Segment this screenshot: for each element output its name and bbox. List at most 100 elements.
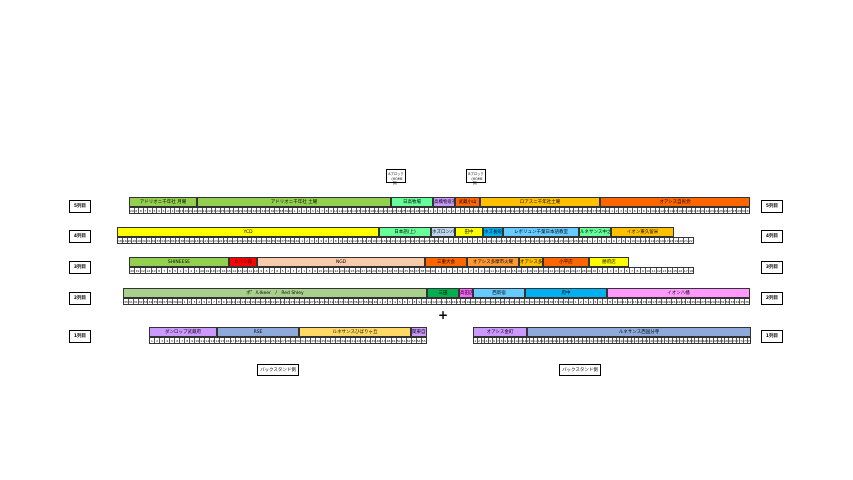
seat-cell[interactable]: 55 xyxy=(676,338,681,343)
seat-cell[interactable]: 29 xyxy=(434,238,440,243)
seat-cell[interactable]: 14 xyxy=(352,208,357,213)
seat-cell[interactable]: 17 xyxy=(664,238,670,243)
seat-cell[interactable]: 14 xyxy=(506,268,512,273)
seat-cell[interactable]: 15 xyxy=(356,208,362,213)
seat-cell[interactable]: 30 xyxy=(377,268,383,273)
seat-cell[interactable]: 37 xyxy=(554,299,560,304)
seat-cell[interactable]: 41 xyxy=(624,338,628,343)
seat-cell[interactable]: 25 xyxy=(559,238,565,243)
seat-cell[interactable]: 33 xyxy=(311,338,317,343)
seat-cell[interactable]: 24 xyxy=(218,238,224,243)
seat-cell[interactable]: 12 xyxy=(495,268,501,273)
seat-cell[interactable]: 2 xyxy=(449,238,454,243)
seat-cell[interactable]: 10 xyxy=(226,299,232,304)
seat-cell[interactable]: 34 xyxy=(539,299,545,304)
seat-cell[interactable]: 15 xyxy=(511,238,517,243)
seat-cell[interactable]: 26 xyxy=(571,268,577,273)
seat-cell[interactable]: 13 xyxy=(357,238,363,243)
seat-cell[interactable]: 39 xyxy=(425,268,431,273)
seat-cell[interactable]: 13 xyxy=(347,208,353,213)
seat-cell[interactable]: 7 xyxy=(496,338,501,343)
seat-cell[interactable]: 24 xyxy=(265,338,271,343)
seat-cell[interactable]: 13 xyxy=(501,268,507,273)
seat-cell[interactable]: 2 xyxy=(297,268,302,273)
seat-cell[interactable]: 24 xyxy=(554,238,560,243)
seat-cell[interactable]: 35 xyxy=(583,208,588,213)
seat-cell[interactable]: 13 xyxy=(483,208,488,213)
seat-cell[interactable]: 19 xyxy=(135,268,141,273)
seat-cell[interactable]: 25 xyxy=(220,208,226,213)
seat-cell[interactable]: 23 xyxy=(211,208,217,213)
seat-cell[interactable]: 7 xyxy=(213,299,217,304)
seat-cell[interactable]: 11 xyxy=(231,299,237,304)
seat-cell[interactable]: 5 xyxy=(307,268,313,273)
seat-cell[interactable]: 52 xyxy=(406,338,412,343)
seat-cell[interactable]: 7 xyxy=(321,208,325,213)
seat-cell[interactable]: 26 xyxy=(275,338,281,343)
seat-cell[interactable]: 31 xyxy=(301,338,306,343)
seat-cell[interactable]: 50 xyxy=(396,338,402,343)
seat-cell[interactable]: 20 xyxy=(184,208,189,213)
seat-cell[interactable]: 14 xyxy=(669,208,674,213)
seat-cell[interactable]: 13 xyxy=(237,268,243,273)
seat-cell[interactable]: 23 xyxy=(681,299,687,304)
seat-cell[interactable]: 30 xyxy=(582,338,587,343)
seat-cell[interactable]: 48 xyxy=(386,338,392,343)
seat-cell[interactable]: 35 xyxy=(740,299,746,304)
seat-cell[interactable]: 22 xyxy=(549,268,555,273)
seat-cell[interactable]: 17 xyxy=(534,338,538,343)
seat-cell[interactable]: 43 xyxy=(631,338,636,343)
seat-cell[interactable]: 66 xyxy=(717,338,722,343)
seat-cell[interactable]: 9 xyxy=(418,299,423,304)
seat-cell[interactable]: 35 xyxy=(544,299,550,304)
seat-cell[interactable]: 32 xyxy=(334,299,340,304)
seat-cell[interactable]: 35 xyxy=(404,268,410,273)
seat-cell[interactable]: 39 xyxy=(284,208,289,213)
seat-cell[interactable]: 8 xyxy=(500,338,504,343)
seat-cell[interactable]: 23 xyxy=(556,338,561,343)
seat-cell[interactable]: 12 xyxy=(478,208,484,213)
seat-cell[interactable]: 27 xyxy=(571,338,576,343)
seat-cell[interactable]: 11 xyxy=(474,208,479,213)
seat-cell[interactable]: 26 xyxy=(228,238,234,243)
seat-cell[interactable]: 25 xyxy=(415,238,421,243)
seat-cell[interactable]: 33 xyxy=(256,208,262,213)
seat-cell[interactable]: 23 xyxy=(549,238,555,243)
seat-cell[interactable]: 5 xyxy=(629,208,633,213)
seat-cell[interactable]: 15 xyxy=(251,299,257,304)
seat-cell[interactable]: 1 xyxy=(195,268,200,273)
seat-cell[interactable]: 16 xyxy=(225,338,231,343)
seat-cell[interactable]: 7 xyxy=(330,238,334,243)
seat-cell[interactable]: 22 xyxy=(481,299,486,304)
seat-cell[interactable]: 39 xyxy=(172,299,178,304)
seat-cell[interactable]: 4 xyxy=(459,238,464,243)
seat-cell[interactable]: 37 xyxy=(281,238,286,243)
seat-cell[interactable]: 40 xyxy=(569,299,574,304)
seat-cell[interactable]: 6 xyxy=(463,268,469,273)
seat-cell[interactable]: 41 xyxy=(351,338,357,343)
seat-cell[interactable]: 33 xyxy=(534,299,540,304)
seat-cell[interactable]: 22 xyxy=(676,299,682,304)
seat-cell[interactable]: 1 xyxy=(429,208,434,213)
seat-cell[interactable]: 17 xyxy=(230,338,236,343)
seat-cell[interactable]: 63 xyxy=(706,338,711,343)
seat-cell[interactable]: 30 xyxy=(141,238,147,243)
seat-cell[interactable]: 38 xyxy=(559,299,565,304)
seat-cell[interactable]: 69 xyxy=(729,338,733,343)
seat-cell[interactable]: 37 xyxy=(175,238,181,243)
seat-cell[interactable]: 13 xyxy=(241,299,247,304)
seat-cell[interactable]: 2 xyxy=(579,299,584,304)
seat-cell[interactable]: 6 xyxy=(493,338,497,343)
seat-cell[interactable]: 2 xyxy=(593,238,598,243)
seat-cell[interactable]: 49 xyxy=(654,338,658,343)
seat-cell[interactable]: 14 xyxy=(146,268,152,273)
seat-cell[interactable]: 36 xyxy=(353,299,359,304)
seat-cell[interactable]: 8 xyxy=(157,268,163,273)
seat-cell[interactable]: 20 xyxy=(137,238,142,243)
seat-cell[interactable]: 20 xyxy=(200,268,206,273)
seat-cell[interactable]: 23 xyxy=(405,238,411,243)
seat-cell[interactable]: 29 xyxy=(555,208,561,213)
seat-cell[interactable]: 16 xyxy=(361,208,366,213)
seat-cell[interactable]: 1 xyxy=(611,208,615,213)
seat-cell[interactable]: 20 xyxy=(130,268,136,273)
